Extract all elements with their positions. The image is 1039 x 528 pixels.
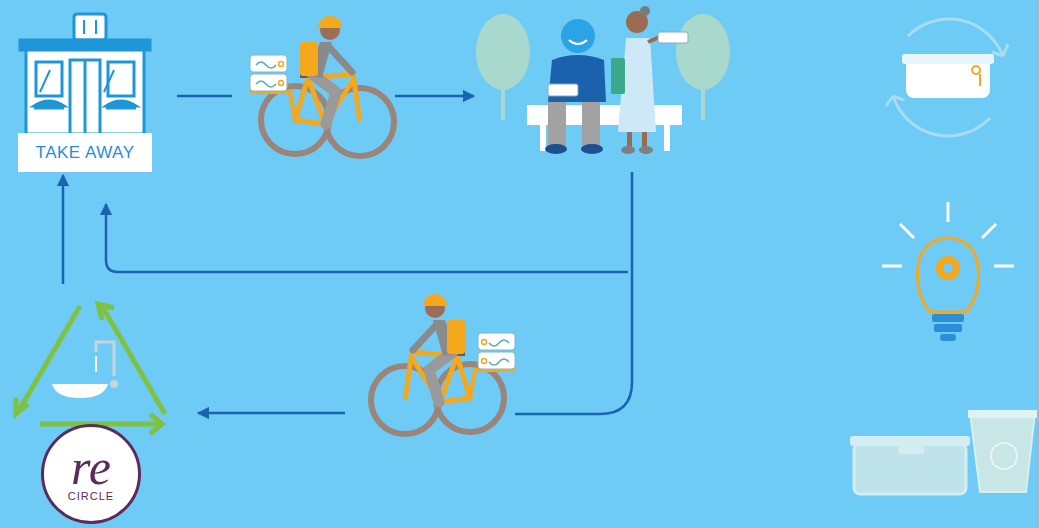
container-cup-icon [850,410,1037,494]
take-away-sign: TAKE AWAY [18,133,152,172]
node-subtitle: CIRCLE [68,490,114,503]
recircle-logo: reCIRCLE [41,424,141,524]
node-title: TAKE AWAY [36,143,135,163]
faucet-bowl-icon [52,342,118,398]
delivery-cyclist [250,16,394,156]
customers-scene [476,6,730,154]
node-title: re [71,445,111,490]
flow-arrows [106,96,632,414]
washing-recycle-symbol [16,304,165,434]
idea-lightbulb-icon [882,202,1014,341]
return-cyclist [371,294,515,434]
shop-building [20,14,150,134]
reuse-cycle-icon [886,19,1008,136]
